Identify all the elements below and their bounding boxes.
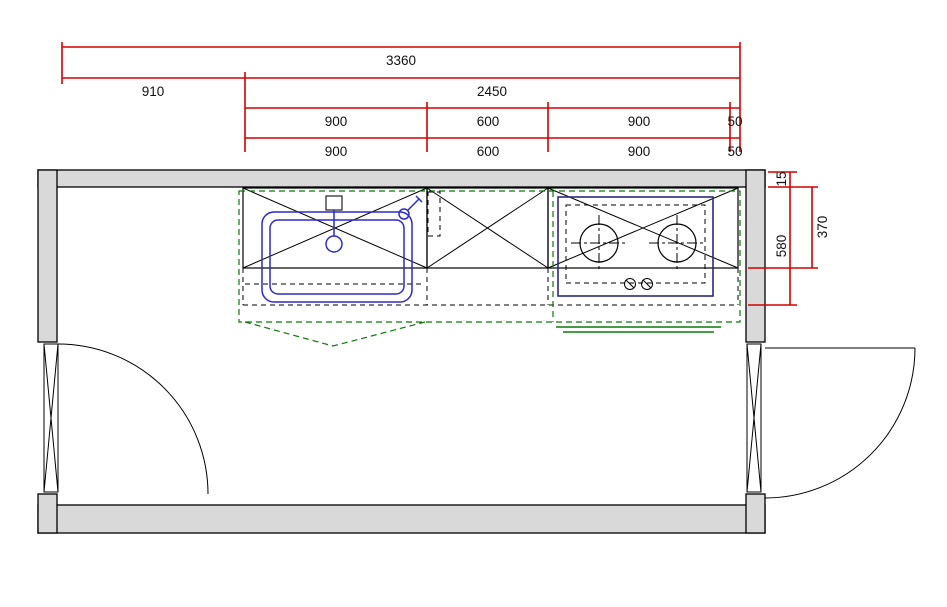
door-right-leaf: [746, 343, 762, 493]
knob-left: [624, 278, 636, 290]
dim-label-row2-50: 50: [727, 144, 742, 159]
dim-label-left-offset: 910: [142, 84, 165, 99]
wall-left-lower: [37, 493, 58, 534]
base-cabinets: [242, 191, 739, 306]
green-run-outline: [238, 190, 741, 323]
tap-lever-tick: [415, 195, 423, 203]
dim-label-370: 370: [815, 216, 830, 239]
faucet-base: [325, 195, 343, 211]
wall-cabinet-hob-box: [547, 187, 739, 269]
green-door-swing-right: [332, 321, 426, 347]
door-left-leaf: [43, 343, 59, 493]
wall-left-upper: [37, 169, 58, 343]
top-dimension-lines: 3360 910 2450 900 600 900 50 900 600 900…: [61, 42, 743, 159]
wall-cabinet-hob-cross-2: [547, 187, 739, 269]
dim-label-580: 580: [774, 235, 789, 258]
wall-right-upper: [745, 169, 766, 343]
wall-cabinets: [242, 187, 739, 269]
wall-cabinet-sink-cross-2: [242, 187, 428, 269]
tap-fitting: [398, 208, 410, 220]
right-dimension-lines: 15 580 370: [748, 171, 830, 306]
dim-label-row1-600: 600: [477, 114, 500, 129]
knob-right: [641, 278, 653, 290]
room-walls: [37, 169, 766, 534]
tap-lever: [407, 198, 420, 211]
green-unit-outlines: [238, 190, 741, 347]
wall-top: [37, 169, 766, 188]
dim-label-row2-900b: 900: [628, 144, 651, 159]
sink-outer-rim: [261, 211, 413, 303]
knob-right-mark: [642, 279, 652, 289]
dim-label-15: 15: [774, 171, 789, 186]
sink: [261, 195, 423, 303]
cooktop: [557, 196, 714, 297]
door-left-leaf-diagonal-2: [43, 343, 59, 493]
dim-label-row2-600: 600: [477, 144, 500, 159]
knob-left-mark: [625, 279, 635, 289]
door-left-swing-arc: [57, 343, 209, 495]
dim-label-total: 3360: [386, 53, 416, 68]
door-right-swing-arc: [764, 347, 916, 499]
dim-label-cabinet-run: 2450: [477, 84, 507, 99]
filler-panel-dashed: [427, 191, 441, 237]
sink-basin: [269, 219, 405, 295]
drain-circle: [325, 235, 343, 253]
dim-label-row1-900b: 900: [628, 114, 651, 129]
green-door-swing-left: [244, 321, 334, 347]
door-right: [746, 343, 916, 499]
door-left: [43, 343, 209, 495]
dim-label-row2-900a: 900: [325, 144, 348, 159]
dim-label-row1-50: 50: [727, 114, 742, 129]
dim-label-row1-900a: 900: [325, 114, 348, 129]
wall-right-lower: [745, 493, 766, 534]
cooktop-outline: [557, 196, 714, 297]
wall-cabinet-mid-cross-2: [426, 187, 549, 269]
door-right-leaf-diagonal-2: [746, 343, 762, 493]
wall-bottom: [37, 504, 766, 534]
